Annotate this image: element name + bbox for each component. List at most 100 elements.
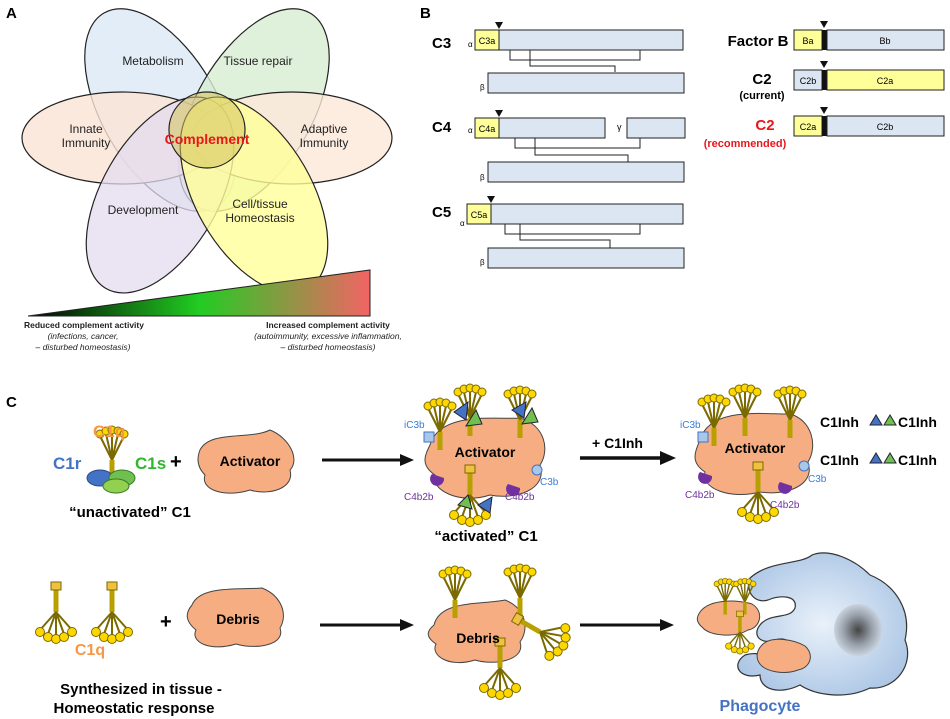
c2a-fragment-current (826, 69, 945, 91)
c5-name: C5 (432, 204, 451, 221)
c4-alpha: α (468, 126, 473, 135)
unactivated-c1 (86, 426, 136, 494)
c3-beta-chain (487, 72, 685, 94)
phagocyte-nucleus (834, 604, 882, 656)
c4-beta: β (480, 173, 485, 182)
c4b2b-label-2b: C4b2b (770, 500, 800, 511)
c3-name: C3 (432, 35, 451, 52)
c1s-inhibited-2 (883, 452, 897, 464)
venn-diagram (21, 8, 393, 294)
c3-alpha-chain (498, 29, 684, 51)
c3b-label-1: C3b (540, 477, 559, 488)
activity-gradient (27, 269, 371, 317)
c4b2b-label-1b: C4b2b (505, 492, 535, 503)
factor-b-structure: Factor B Ba Bb (728, 21, 945, 51)
c3-structure: C3 α C3a β (432, 22, 685, 94)
bb-label: Bb (879, 36, 890, 46)
c3a-label: C3a (479, 36, 496, 46)
label-adaptive-1: Adaptive (301, 122, 348, 136)
c1s-activated-2 (521, 406, 539, 425)
c4-gamma: γ (617, 122, 622, 132)
activated-c1-complex (424, 384, 546, 527)
debris-cell (186, 587, 284, 648)
c1r-inhibited-1 (869, 414, 883, 426)
arrow-2 (580, 451, 676, 465)
c1s-label: C1s (135, 454, 166, 473)
c1q-label-top: C1q (93, 422, 125, 441)
c5-beta-chain (487, 247, 685, 269)
c2-current-cleavage-site (820, 61, 828, 68)
label-adaptive-2: Immunity (300, 136, 349, 150)
c2a-label-current: C2a (877, 76, 894, 86)
c1inh-label-1a: C1Inh (820, 414, 859, 430)
c4b2b-deposit-2b (778, 482, 793, 494)
c3-cleavage-site (495, 22, 503, 29)
c4b2b-label-1a: C4b2b (404, 492, 434, 503)
c4-beta-chain (487, 161, 685, 183)
activator-label-3: Activator (725, 440, 786, 456)
c1inh-legend: C1Inh C1Inh C1Inh C1Inh (820, 414, 937, 468)
c1r-activated-2 (511, 401, 527, 419)
inhibited-c1-complex (694, 384, 814, 524)
synth-label-2: Homeostatic response (54, 700, 215, 717)
plus-sign-1: + (170, 451, 182, 473)
arrow-4 (580, 619, 674, 631)
engulfed-debris-2 (756, 638, 811, 673)
ic3b-deposit-2 (697, 431, 709, 443)
synth-label-1: Synthesized in tissue - (60, 681, 222, 698)
engulfed-debris-1 (696, 600, 761, 636)
c5a-label: C5a (471, 210, 488, 220)
c2b-fragment-recommended (826, 115, 945, 137)
reduced-activity-sub-1: (infections, cancer, (48, 331, 119, 341)
ba-label: Ba (802, 36, 813, 46)
c2b-label-recommended: C2b (877, 122, 894, 132)
c1r-label: C1r (53, 454, 82, 473)
label-innate-2: Immunity (62, 136, 111, 150)
c3-beta: β (480, 83, 485, 92)
reduced-activity-sub-2: – disturbed homeostasis) (35, 342, 131, 352)
c4b2b-deposit-1b (506, 484, 521, 496)
increased-activity-sub-1: (autoimmunity, excessive inflammation, (254, 331, 402, 341)
c5-alpha-chain (490, 203, 684, 225)
c1r-inhibited-2 (869, 452, 883, 464)
free-c1q-molecules (36, 582, 133, 644)
activator-cell (197, 429, 295, 494)
c2b-label-current: C2b (800, 76, 817, 86)
c1s-activated-3 (457, 494, 473, 510)
c4-gamma-chain (626, 117, 686, 139)
c5-alpha: α (460, 219, 465, 228)
c2a-label-recommended: C2a (800, 122, 817, 132)
c5-cleavage-site (487, 196, 495, 203)
c1inh-label-1b: C1Inh (898, 414, 937, 430)
c2-recommended-cleavage (822, 116, 827, 136)
c3-alpha: α (468, 40, 473, 49)
complement-center (168, 91, 246, 169)
debris-c1q-complex (427, 564, 577, 700)
c5-beta: β (480, 258, 485, 267)
activated-label: “activated” C1 (434, 528, 537, 545)
c4-name: C4 (432, 119, 452, 136)
arrow-3 (320, 619, 414, 631)
activator-label-2: Activator (455, 444, 516, 460)
c2-current-name: C2 (752, 71, 771, 88)
c2-current-cleavage (822, 70, 827, 90)
label-metabolism: Metabolism (122, 54, 183, 68)
plus-c1inh-label: + C1Inh (592, 435, 643, 451)
c4b2b-deposit-1a (430, 474, 445, 486)
panel-b-label: B (420, 5, 431, 22)
label-tissue-repair: Tissue repair (224, 54, 293, 68)
panel-c-label: C (6, 394, 17, 411)
label-development: Development (108, 203, 179, 217)
activator-cell-inhibited (694, 412, 814, 496)
c2-recommended-cleavage-site (820, 107, 828, 114)
c2-current-note: (current) (739, 90, 785, 102)
factor-b-cleavage-site (820, 21, 828, 28)
c1inh-label-2a: C1Inh (820, 452, 859, 468)
phagocyte-cell (737, 552, 909, 696)
phagocyte-label: Phagocyte (720, 698, 801, 715)
c2-recommended-name: C2 (755, 117, 774, 134)
label-homeostasis-2: Homeostasis (225, 211, 294, 225)
increased-activity-sub-2: – disturbed homeostasis) (280, 342, 376, 352)
c4-cleavage-site (495, 110, 503, 117)
